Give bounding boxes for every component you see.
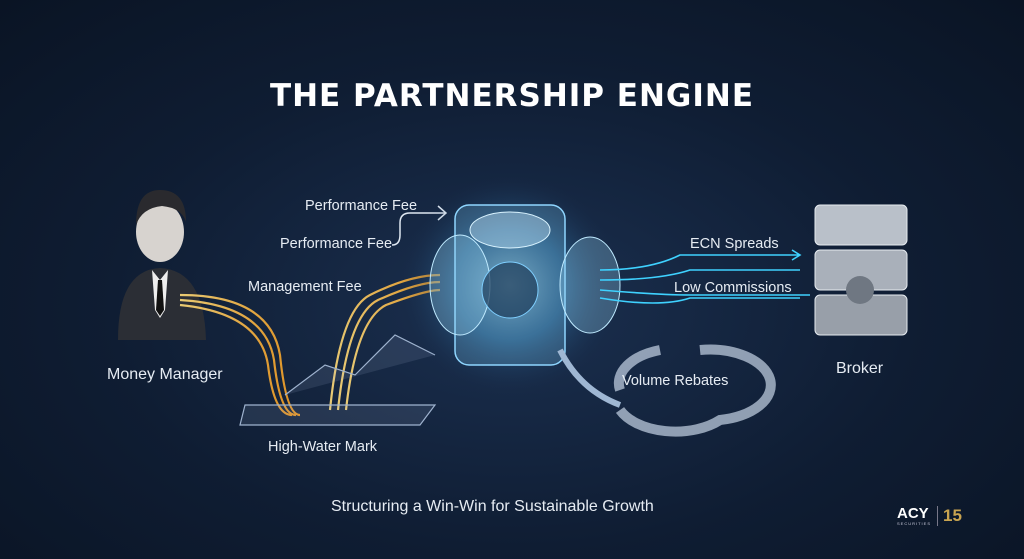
- performance-fee-label-2: Performance Fee: [280, 236, 393, 252]
- rebate-arrow: [557, 348, 622, 408]
- logo-brand: ACY: [897, 505, 929, 522]
- money-manager-icon: [118, 190, 206, 340]
- partnership-engine-icon: [400, 175, 621, 395]
- high-water-mark-label: High-Water Mark: [268, 439, 378, 455]
- logo-anniversary: 15: [937, 506, 962, 526]
- broker-flow-streams: [599, 249, 810, 304]
- performance-fee-label-1: Performance Fee: [305, 198, 418, 214]
- broker-label: Broker: [836, 360, 884, 377]
- ecn-spreads-label: ECN Spreads: [690, 236, 779, 252]
- volume-rebates-label: Volume Rebates: [622, 373, 729, 389]
- logo-sub: SECURITIES: [897, 521, 932, 526]
- broker-server-icon: [814, 204, 908, 336]
- low-commissions-label: Low Commissions: [674, 280, 792, 296]
- high-water-mark-chart: [239, 334, 437, 426]
- management-fee-label: Management Fee: [248, 279, 362, 295]
- subtitle: Structuring a Win-Win for Sustainable Gr…: [331, 498, 654, 515]
- money-manager-label: Money Manager: [107, 366, 223, 383]
- volume-rebates-cycle-icon: [613, 344, 776, 437]
- page-title: THE PARTNERSHIP ENGINE: [269, 78, 755, 114]
